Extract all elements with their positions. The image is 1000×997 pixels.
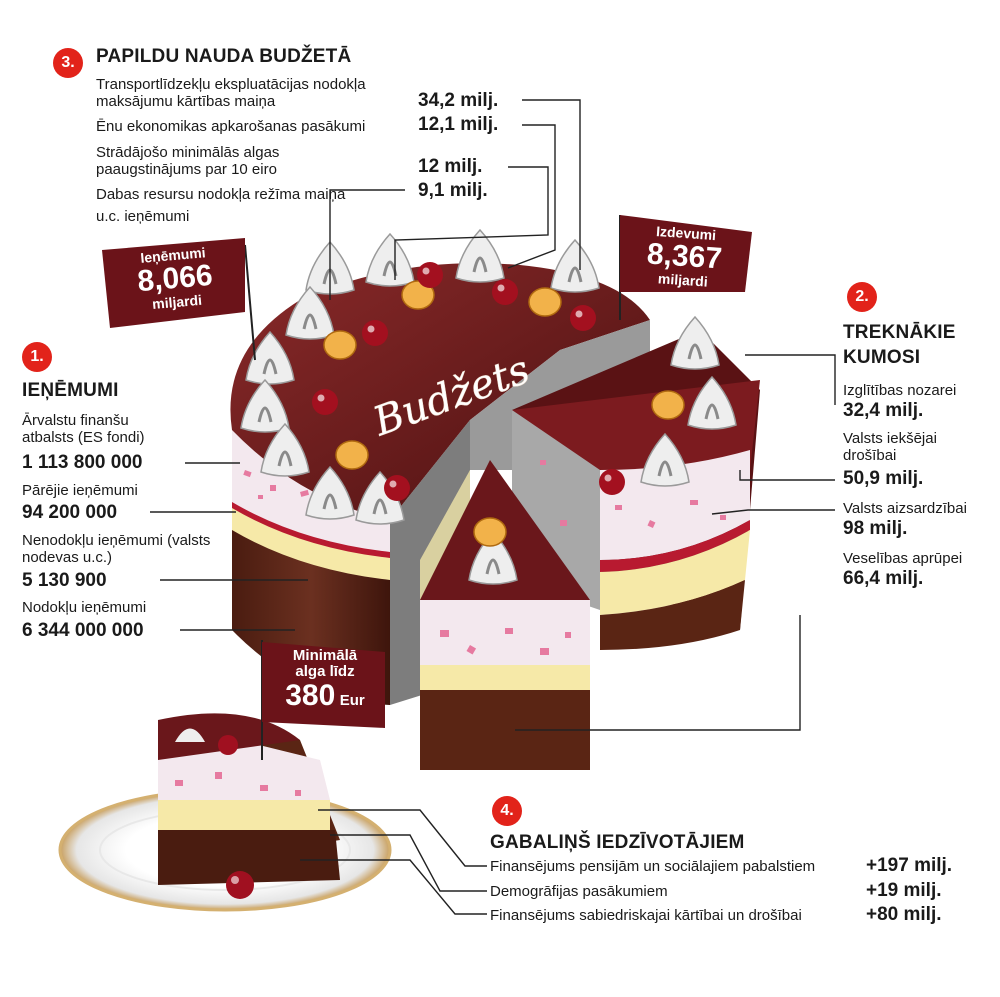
section4-value-1: +197 milj.	[866, 855, 953, 876]
meringue-swirl	[372, 498, 388, 515]
meringue	[240, 378, 290, 433]
section2-label-4: Veselības aprūpei	[843, 550, 963, 567]
section3-value-3: 12 milj.	[418, 156, 483, 177]
section3-value-2: 12,1 milj.	[418, 114, 499, 135]
section1-value-3: 5 130 900	[22, 570, 107, 591]
section4-label-3: Finansējums sabiedriskajai kārtībai un d…	[490, 907, 802, 924]
cherry-highlight	[317, 394, 325, 402]
section3-value-4: 9,1 milj.	[418, 180, 488, 201]
section2-badge: 2.	[847, 282, 877, 312]
leader-lines	[150, 99, 836, 915]
section3-badge: 3.	[53, 48, 83, 78]
wage-flag	[261, 640, 385, 760]
section2-label-1: Izglītības nozarei	[843, 382, 957, 399]
section3-label-3: Strādājošo minimālās algas paaugstinājum…	[96, 144, 280, 178]
cherry	[599, 469, 625, 495]
cherry-highlight	[367, 325, 375, 333]
right-slice	[512, 330, 760, 650]
section1-value-1: 1 113 800 000	[22, 452, 143, 473]
section4-label-2: Demogrāfijas pasākumiem	[490, 883, 668, 900]
physalis	[323, 330, 357, 360]
section1-value-4: 6 344 000 000	[22, 620, 144, 641]
section1-badge: 1.	[22, 342, 52, 372]
wage-flag-line3: 380	[285, 679, 336, 712]
section1-label-4: Nodokļu ieņēmumi	[22, 599, 147, 616]
section1-title: IEŅĒMUMI	[22, 380, 119, 401]
meringue	[285, 285, 335, 340]
meringue	[640, 432, 690, 487]
physalis	[401, 280, 435, 310]
physalis	[528, 287, 562, 317]
section2-value-2: 50,9 milj.	[843, 468, 924, 489]
section3-label-2: Ēnu ekonomikas apkarošanas pasākumi	[96, 118, 366, 135]
revenue-flag-text: Ieņēmumi 8,066 miljardi	[103, 242, 248, 315]
expense-flag	[619, 215, 752, 320]
section3-label-4: Dabas resursu nodokļa režīma maiņa	[96, 186, 346, 203]
section2-value-4: 66,4 milj.	[843, 568, 924, 589]
meringue-swirl	[485, 558, 501, 575]
wage-flag-text: Minimālā alga līdz 380 Eur	[266, 648, 384, 711]
physalis	[651, 390, 685, 420]
section2-label-3: Valsts aizsardzībai	[843, 500, 967, 517]
meringue	[687, 375, 737, 430]
cherry	[492, 279, 518, 305]
wage-flag-line1: Minimālā	[292, 647, 358, 664]
toppings	[240, 228, 737, 585]
section3-value-1: 34,2 milj.	[418, 90, 499, 111]
cherry	[312, 389, 338, 415]
section2-value-3: 98 milj.	[843, 518, 908, 539]
cherry	[362, 320, 388, 346]
cherry	[570, 305, 596, 331]
meringue	[550, 238, 600, 293]
meringue-swirl	[567, 266, 583, 283]
section3-label-1: Transportlīdzekļu ekspluatācijas nodokļa…	[96, 76, 366, 110]
meringue	[455, 228, 505, 283]
physalis	[335, 440, 369, 470]
plate-slice	[58, 713, 392, 912]
meringue	[305, 465, 355, 520]
section4-label-1: Finansējums pensijām un sociālajiem paba…	[490, 858, 816, 875]
section4-value-3: +80 milj.	[866, 904, 942, 925]
section4-title: GABALIŅŠ IEDZĪVOTĀJIEM	[490, 832, 745, 853]
cherry-highlight	[604, 474, 612, 482]
meringue-swirl	[262, 358, 278, 375]
section4-badge: 4.	[492, 796, 522, 826]
meringue-swirl	[302, 313, 318, 330]
cherry-highlight	[389, 480, 397, 488]
section1-label-2: Pārējie ieņēmumi	[22, 482, 138, 499]
section1-value-2: 94 200 000	[22, 502, 118, 523]
meringue-swirl	[277, 450, 293, 467]
expense-flag-text: Izdevumi 8,367 miljardi	[620, 222, 749, 292]
cherry-highlight	[575, 310, 583, 318]
wage-flag-line2: alga līdz	[295, 663, 355, 680]
section3-label-5: u.c. ieņēmumi	[96, 208, 190, 225]
meringue-swirl	[257, 406, 273, 423]
cherry	[384, 475, 410, 501]
section2-title: TREKNĀKIE KUMOSI	[843, 322, 956, 368]
wage-flag-line4: Eur	[339, 692, 365, 709]
meringue-swirl	[704, 403, 720, 420]
physalis	[473, 517, 507, 547]
section1-label-1: Ārvalstu finanšu atbalsts (ES fondi)	[22, 412, 145, 446]
section3-title: PAPILDU NAUDA BUDŽETĀ	[96, 46, 352, 67]
revenue-flag	[102, 238, 256, 361]
meringue	[670, 315, 720, 370]
cherry	[417, 262, 443, 288]
meringue-swirl	[472, 256, 488, 273]
cherry-highlight	[422, 267, 430, 275]
section2-value-1: 32,4 milj.	[843, 400, 924, 421]
cherry-highlight	[497, 284, 505, 292]
section1-label-3: Nenodokļu ieņēmumi (valsts nodevas u.c.)	[22, 532, 211, 566]
meringue-swirl	[687, 343, 703, 360]
meringue-swirl	[657, 460, 673, 477]
meringue-swirl	[322, 493, 338, 510]
meringue	[365, 232, 415, 287]
section2-label-2: Valsts iekšējai drošībai	[843, 430, 937, 464]
meringue	[468, 530, 518, 585]
meringue	[260, 422, 310, 477]
section4-value-2: +19 milj.	[866, 880, 942, 901]
